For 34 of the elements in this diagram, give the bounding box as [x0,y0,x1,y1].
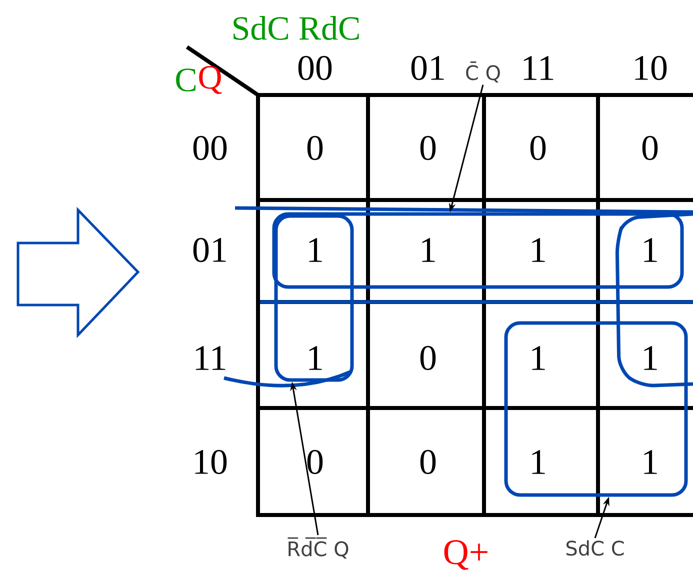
map-label: 0 [420,450,436,474]
map-label: 0 [530,136,546,160]
map-label: 10 [195,450,227,474]
map-label: 1 [309,346,322,370]
leader-text: R̅d̅C̅ Q [288,537,348,559]
map-label: 0 [420,136,436,160]
map-label: 11 [524,56,554,80]
map-label: 1 [644,346,657,370]
map-label: 10 [635,56,667,80]
map-label: Q+ [444,540,488,570]
group-loop [504,321,688,497]
map-label: 1 [532,346,545,370]
group-loop [274,214,354,382]
map-label: 00 [298,56,332,80]
map-label: Q [199,66,222,94]
map-label: 11 [196,346,226,370]
map-label: C [176,68,196,92]
map-label: 1 [532,450,545,474]
map-label: 1 [644,450,657,474]
leader-text: SdC C [566,540,624,556]
map-label: 01 [193,238,226,262]
map-label: SdC RdC [234,16,359,40]
map-label: 1 [422,238,435,262]
map-label: 1 [644,238,657,262]
map-label: 0 [307,450,323,474]
map-label: 0 [642,136,658,160]
map-label: 1 [309,238,322,262]
leader-text: C̄ Q [466,61,500,83]
map-label: 00 [193,136,227,160]
group-loop [272,212,684,289]
map-label: 1 [532,238,545,262]
map-label: 0 [307,136,323,160]
map-label: 01 [411,56,444,80]
map-label: 0 [420,346,436,370]
